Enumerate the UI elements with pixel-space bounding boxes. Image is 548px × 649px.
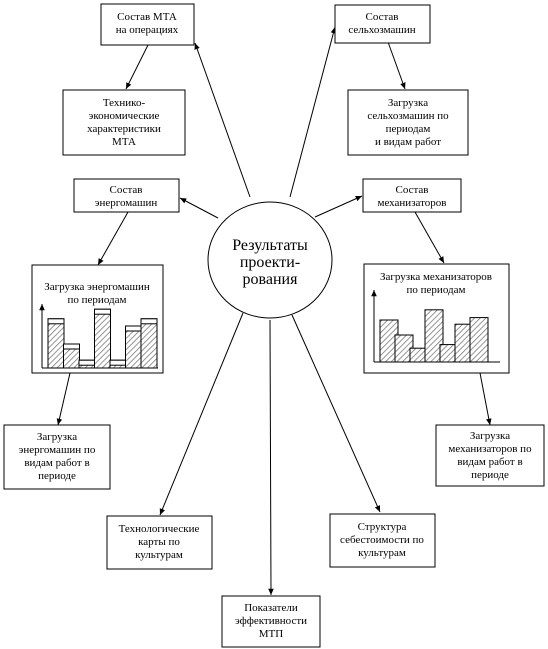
center-ellipse	[207, 201, 333, 319]
mini-chart-energo-bar-3	[94, 308, 111, 369]
node-zagruzka-selkhoz: Загрузка сельхозмашин по периодам и вида…	[347, 89, 469, 156]
center-label-line-2: проекти-	[240, 254, 300, 271]
mini-chart-mekh-bar-6	[469, 317, 489, 363]
node-zagruzka-mekh-period: Загрузка механизаторов по периодам	[363, 263, 510, 374]
label-zagruzka-energo-vid-2: энергомашин по	[19, 444, 96, 456]
label-sostav-mta-1: Состав МТА	[117, 11, 177, 23]
node-struktura: Структура себестоимости по культурам	[329, 513, 436, 568]
node-sostav-mekh: Состав механизаторов	[362, 178, 462, 213]
edge-mekh-period-to-vid	[479, 372, 492, 426]
mini-chart-energo-bar-cap-0	[47, 318, 65, 325]
label-zagruzka-selkhoz-3: периодам	[386, 123, 431, 135]
center-label-line-3: рования	[243, 271, 299, 288]
edge-center-to-sostav-mta	[194, 42, 251, 198]
box-zagruzka-mekh-vid	[435, 424, 545, 487]
mini-chart-energo-bar-cap-6	[140, 318, 158, 325]
edge-center-to-sostav-energo	[179, 197, 219, 219]
node-sostav-selkhoz: Состав сельхозмашин	[334, 4, 431, 44]
label-pokazateli-2: эффективности	[235, 615, 307, 627]
label-sostav-selkhoz-1: Состав	[365, 11, 398, 23]
mini-chart-energo	[39, 304, 158, 369]
node-tekhniko: Технико- экономические характеристики МТ…	[62, 89, 186, 156]
mini-chart-energo-bar-5	[125, 325, 142, 369]
box-struktura	[329, 513, 436, 568]
label-tekhniko-1: Технико-	[103, 97, 146, 109]
mini-chart-mekh	[371, 290, 500, 363]
label-zagruzka-energo-vid-4: периоде	[38, 470, 76, 482]
edge-center-to-pokazateli	[268, 319, 274, 596]
edge-center-to-sostav-mekh	[314, 195, 363, 218]
label-zagruzka-energo-period-2: по периодам	[68, 294, 127, 306]
label-zagruzka-mekh-vid-2: механизаторов по	[448, 443, 532, 455]
label-sostav-energo-2: энергомашин	[95, 197, 158, 209]
label-sostav-mta-2: на операциях	[116, 24, 179, 36]
edge-sostav-energo-to-zagruzka-period	[97, 211, 129, 266]
label-zagruzka-selkhoz-2: сельхозмашин по	[367, 110, 449, 122]
label-struktura-3: культурам	[358, 547, 406, 559]
box-sostav-selkhoz	[334, 4, 431, 44]
label-zagruzka-mekh-period-2: по периодам	[407, 284, 466, 296]
label-struktura-1: Структура	[358, 521, 407, 533]
mini-chart-energo-bar-6	[140, 318, 158, 369]
box-tekhniko	[62, 89, 186, 156]
label-struktura-2: себестоимости по	[340, 534, 424, 546]
label-sostav-energo-1: Состав	[109, 184, 142, 196]
label-tekh-karty-3: культурам	[135, 549, 183, 561]
label-tekh-karty-1: Технологические	[119, 523, 200, 535]
label-pokazateli-1: Показатели	[244, 602, 298, 614]
node-zagruzka-energo-vid: Загрузка энергомашин по видам работ в пе…	[3, 424, 111, 490]
label-zagruzka-energo-vid-1: Загрузка	[37, 431, 77, 443]
node-zagruzka-mekh-vid: Загрузка механизаторов по видам работ в …	[435, 424, 545, 487]
label-zagruzka-mekh-vid-1: Загрузка	[470, 430, 510, 442]
label-sostav-selkhoz-2: сельхозмашин	[348, 24, 415, 36]
edge-center-to-struktura	[291, 314, 381, 513]
label-sostav-mekh-2: механизаторов	[377, 197, 446, 209]
label-zagruzka-selkhoz-4: и видам работ	[375, 136, 441, 148]
label-tekhniko-3: характеристики	[87, 123, 161, 135]
label-zagruzka-mekh-period-1: Загрузка механизаторов	[380, 271, 492, 283]
node-sostav-energo: Состав энергомашин	[73, 178, 180, 213]
label-tekhniko-2: экономические	[89, 110, 160, 122]
edges	[56, 26, 492, 596]
center-label-line-1: Результаты	[232, 237, 308, 254]
edge-energo-period-to-vid	[56, 372, 71, 426]
edge-sostav-selkhoz-to-zagruzka	[387, 41, 406, 90]
label-tekh-karty-2: карты по	[138, 536, 180, 548]
mini-chart-energo-bar-cap-1	[63, 343, 80, 350]
label-zagruzka-mekh-vid-3: видам работ в	[457, 456, 522, 468]
node-pokazateli: Показатели эффективности МТП	[221, 595, 321, 648]
mini-chart-energo-bar-0	[47, 318, 65, 369]
mini-chart-mekh-bar-3	[424, 309, 444, 363]
label-zagruzka-mekh-vid-4: периоде	[471, 469, 509, 481]
node-tekh-karty: Технологические карты по культурам	[106, 515, 213, 570]
edge-center-to-tekh-karty	[159, 312, 244, 516]
box-sostav-mekh	[362, 178, 462, 213]
edge-sostav-mta-to-tekhniko	[125, 44, 149, 90]
box-zagruzka-energo-vid	[3, 424, 111, 490]
center-node: Результаты проекти- рования	[207, 201, 333, 319]
mini-chart-energo-bar-cap-3	[94, 308, 111, 315]
edge-sostav-mekh-to-zagruzka-period	[414, 211, 445, 264]
label-zagruzka-energo-period-1: Загрузка энергомашин	[44, 281, 150, 293]
label-zagruzka-selkhoz-1: Загрузка	[388, 97, 428, 109]
box-zagruzka-selkhoz	[347, 89, 469, 156]
label-zagruzka-energo-vid-3: видам работ в	[24, 457, 89, 469]
mini-chart-energo-bar-cap-4	[109, 359, 127, 366]
mini-chart-energo-bar-cap-5	[125, 325, 142, 332]
box-pokazateli	[221, 595, 321, 648]
label-pokazateli-3: МТП	[259, 628, 284, 640]
box-sostav-energo	[73, 178, 180, 213]
label-sostav-mekh-1: Состав	[395, 184, 428, 196]
edge-center-to-sostav-selkhoz	[289, 26, 337, 198]
node-sostav-mta: Состав МТА на операциях	[100, 3, 195, 46]
box-tekh-karty	[106, 515, 213, 570]
node-zagruzka-energo-period: Загрузка энергомашин по периодам	[31, 264, 164, 374]
box-sostav-mta	[100, 3, 195, 46]
mini-chart-energo-bar-cap-2	[78, 359, 96, 366]
label-tekhniko-4: МТА	[112, 136, 136, 148]
